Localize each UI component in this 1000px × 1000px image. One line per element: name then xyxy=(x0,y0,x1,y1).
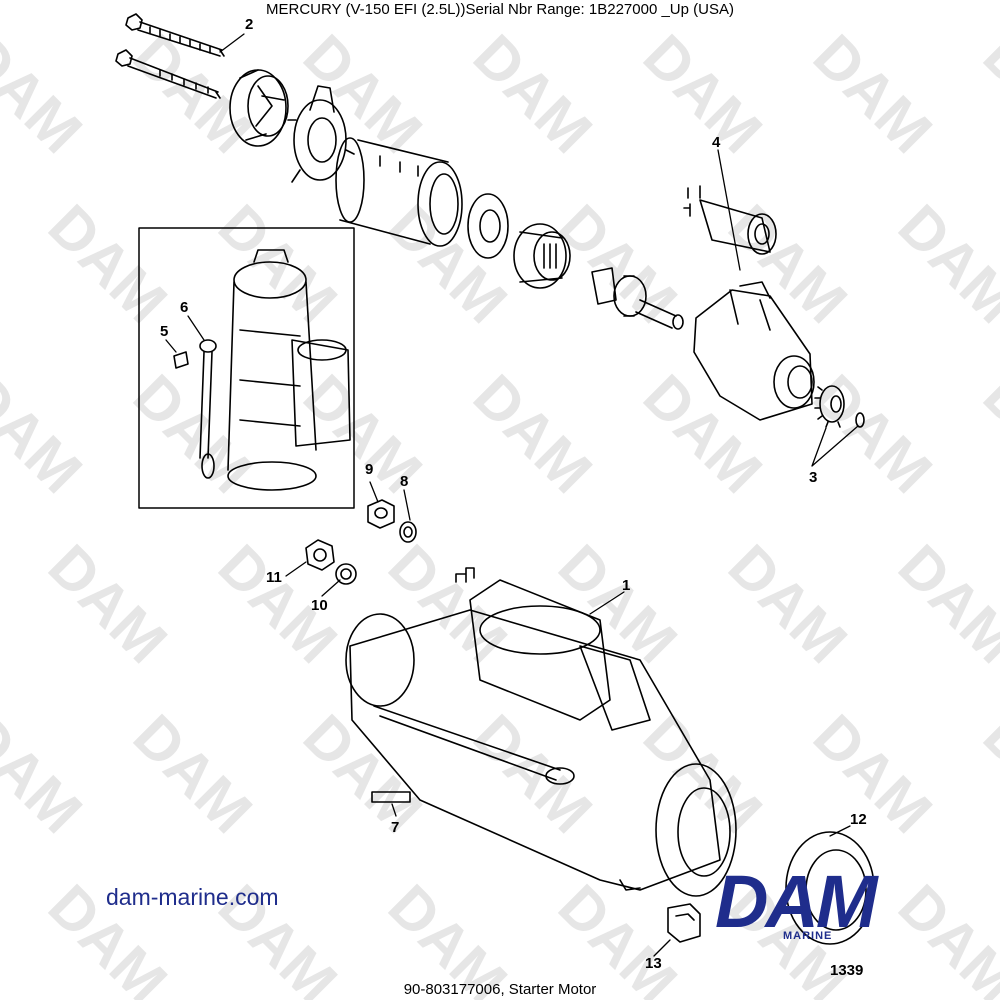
watermark-text-12: DAM xyxy=(886,192,1000,336)
inset-starter xyxy=(227,249,351,491)
callout-13: 13 xyxy=(645,955,662,972)
watermark-text-17: DAM xyxy=(631,362,775,506)
watermark-text-20: DAM xyxy=(36,532,180,676)
callout-7: 7 xyxy=(391,819,400,836)
drive-shaft xyxy=(591,267,684,330)
logo-letters: DAM xyxy=(715,860,878,943)
drive-housing xyxy=(693,281,815,421)
watermark-text-29: DAM xyxy=(461,702,605,846)
watermark-text-22: DAM xyxy=(376,532,520,676)
watermark-text-1: DAM xyxy=(121,22,265,166)
starter-motor-assembly xyxy=(345,567,737,897)
watermark-text-14: DAM xyxy=(121,362,265,506)
watermark-text-7: DAM xyxy=(36,192,180,336)
callout-11: 11 xyxy=(266,569,282,586)
watermark-text-2: DAM xyxy=(291,22,435,166)
callout-10: 10 xyxy=(311,597,328,614)
watermark-text-6: DAM xyxy=(971,22,1000,166)
watermark-text-0: DAM xyxy=(0,22,95,166)
callout-9: 9 xyxy=(365,461,374,478)
inset-frame xyxy=(138,227,355,509)
drive-end-cover xyxy=(785,831,875,945)
armature xyxy=(513,223,571,289)
watermark-text-28: DAM xyxy=(291,702,435,846)
watermark-text-19: DAM xyxy=(971,362,1000,506)
through-bolts xyxy=(115,13,225,99)
watermark-text-18: DAM xyxy=(801,362,945,506)
callout-4: 4 xyxy=(712,134,721,151)
watermark-text-30: DAM xyxy=(631,702,775,846)
logo-subtext: MARINE xyxy=(783,930,833,942)
callout-5: 5 xyxy=(160,323,169,340)
callout-1: 1 xyxy=(622,577,631,594)
watermark-text-26: DAM xyxy=(0,702,95,846)
watermark-text-3: DAM xyxy=(461,22,605,166)
nut-and-washer-upper xyxy=(367,499,417,543)
thrust-washer xyxy=(467,193,509,259)
watermark-text-27: DAM xyxy=(121,702,265,846)
page-title: MERCURY (V-150 EFI (2.5L))Serial Nbr Ran… xyxy=(266,1,734,18)
retainer-clip xyxy=(667,903,701,943)
rear-end-cap xyxy=(229,69,289,147)
diagram-caption: 90-803177006, Starter Motor xyxy=(403,981,597,998)
solenoid-small xyxy=(683,185,777,255)
field-frame-housing xyxy=(335,137,463,247)
watermark-text-13: DAM xyxy=(0,362,95,506)
callout-8: 8 xyxy=(400,473,409,490)
label-decal xyxy=(371,791,411,803)
ground-strap xyxy=(173,339,217,479)
website-link[interactable]: dam-marine.com xyxy=(106,884,279,910)
leader-lines xyxy=(165,33,859,957)
watermark-text-25: DAM xyxy=(886,532,1000,676)
dam-marine-logo: DAM MARINE xyxy=(715,862,900,944)
watermark-text-4: DAM xyxy=(631,22,775,166)
watermark-text-11: DAM xyxy=(716,192,860,336)
watermark-text-16: DAM xyxy=(461,362,605,506)
nut-and-washer-lower xyxy=(305,539,357,585)
watermark-text-9: DAM xyxy=(376,192,520,336)
watermark-text-32: DAM xyxy=(971,702,1000,846)
figure-number: 1339 xyxy=(830,962,864,979)
callout-12: 12 xyxy=(850,811,867,828)
watermark-text-8: DAM xyxy=(206,192,350,336)
watermark-text-10: DAM xyxy=(546,192,690,336)
callout-2: 2 xyxy=(245,16,254,33)
watermark-text-24: DAM xyxy=(716,532,860,676)
pinion-gear xyxy=(814,385,865,428)
watermark-text-5: DAM xyxy=(801,22,945,166)
callout-3: 3 xyxy=(809,469,818,486)
watermark-text-31: DAM xyxy=(801,702,945,846)
callout-6: 6 xyxy=(180,299,189,316)
